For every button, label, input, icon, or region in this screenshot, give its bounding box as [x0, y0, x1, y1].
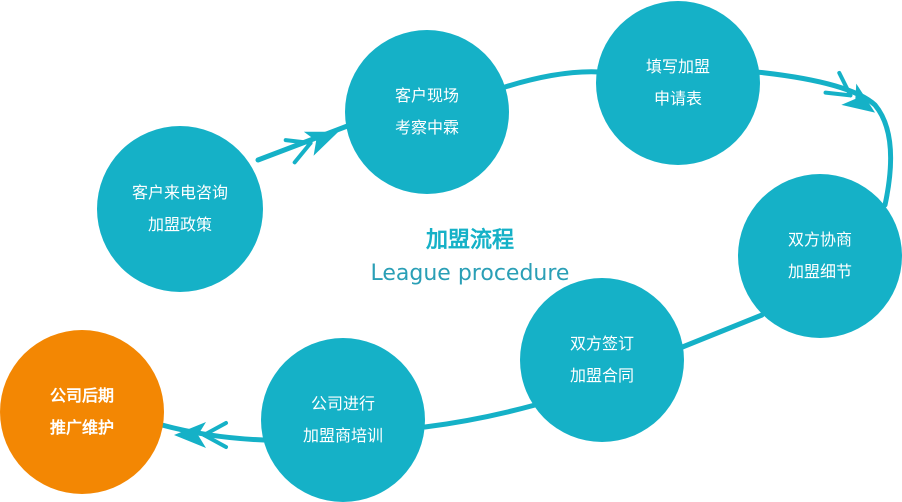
- step-7-line-2: 推广维护: [49, 418, 114, 437]
- step-5-line-2: 加盟合同: [569, 366, 634, 385]
- step-5-line-1: 双方签订: [569, 334, 634, 353]
- connector-4-5: [677, 312, 765, 351]
- step-4: 双方协商 加盟细节: [738, 174, 902, 338]
- step-5: 双方签订 加盟合同: [520, 278, 684, 442]
- arrowhead-icon: [823, 70, 876, 113]
- step-3-line-2: 申请表: [653, 89, 702, 108]
- connector-2-3: [502, 69, 603, 90]
- step-2-line-2: 考察中霖: [394, 118, 459, 137]
- connector-5-6: [422, 402, 538, 430]
- arrowhead-icon: [283, 131, 339, 165]
- step-2: 客户现场 考察中霖: [345, 30, 509, 194]
- connector-3-4: [754, 69, 894, 208]
- diagram-subtitle: League procedure: [370, 261, 570, 286]
- step-6: 公司进行 加盟商培训: [261, 338, 425, 502]
- step-1-line-2: 加盟政策: [147, 215, 212, 234]
- step-2-line-1: 客户现场: [394, 86, 459, 105]
- step-1: 客户来电咨询 加盟政策: [97, 126, 263, 292]
- step-4-line-2: 加盟细节: [787, 262, 852, 281]
- step-3-line-1: 填写加盟: [645, 57, 710, 76]
- step-7: 公司后期 推广维护: [0, 330, 164, 494]
- connector-6-7: [159, 422, 267, 443]
- step-3: 填写加盟 申请表: [596, 1, 760, 165]
- step-7-line-1: 公司后期: [49, 386, 114, 405]
- step-4-line-1: 双方协商: [787, 230, 852, 249]
- step-6-line-1: 公司进行: [310, 394, 375, 413]
- step-1-line-1: 客户来电咨询: [131, 183, 228, 202]
- arrowhead-icon: [174, 421, 228, 449]
- step-6-line-2: 加盟商培训: [302, 426, 383, 445]
- diagram-title: 加盟流程: [425, 228, 514, 253]
